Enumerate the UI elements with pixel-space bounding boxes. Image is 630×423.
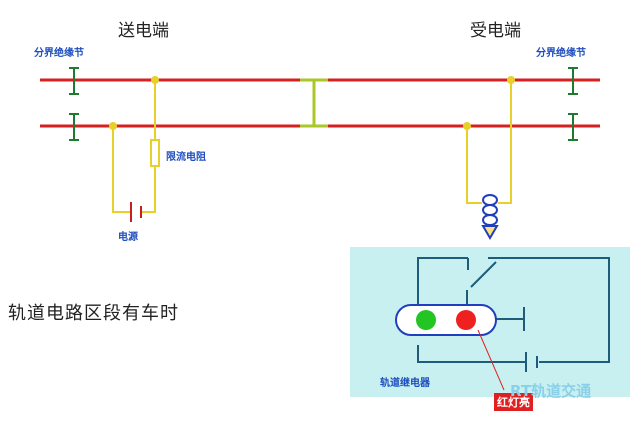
insulation-joint-right xyxy=(568,67,578,141)
red-light-label: 红灯亮 xyxy=(494,393,533,411)
red-lamp xyxy=(456,310,476,330)
red-light-pointer xyxy=(477,329,505,391)
watermark: RT轨道交通 xyxy=(510,382,592,400)
insulation-joint-left-label: 分界绝缘节 xyxy=(34,48,84,59)
train-axle-shunt xyxy=(300,78,328,128)
signal-lamp-housing xyxy=(395,304,497,336)
state-caption: 轨道电路区段有车时 xyxy=(8,303,179,324)
limit-resistor-symbol xyxy=(150,139,160,167)
receive-end-label: 受电端 xyxy=(470,21,521,41)
feed-point-lower xyxy=(109,122,117,130)
relay-panel-wiring xyxy=(417,257,610,372)
insulation-joint-left xyxy=(69,67,79,141)
relay-coil-symbol xyxy=(481,194,499,240)
receiving-end-circuit xyxy=(466,80,512,204)
power-source-symbol xyxy=(130,202,142,222)
receive-point-upper xyxy=(507,76,515,84)
green-lamp xyxy=(416,310,436,330)
power-source-label: 电源 xyxy=(118,232,138,243)
receive-point-lower xyxy=(463,122,471,130)
insulation-joint-right-label: 分界绝缘节 xyxy=(536,48,586,59)
send-end-label: 送电端 xyxy=(118,21,169,41)
limit-resistor-label: 限流电阻 xyxy=(166,152,206,163)
track-relay-label: 轨道继电器 xyxy=(380,378,430,389)
sending-end-circuit xyxy=(112,80,156,213)
feed-point-upper xyxy=(151,76,159,84)
